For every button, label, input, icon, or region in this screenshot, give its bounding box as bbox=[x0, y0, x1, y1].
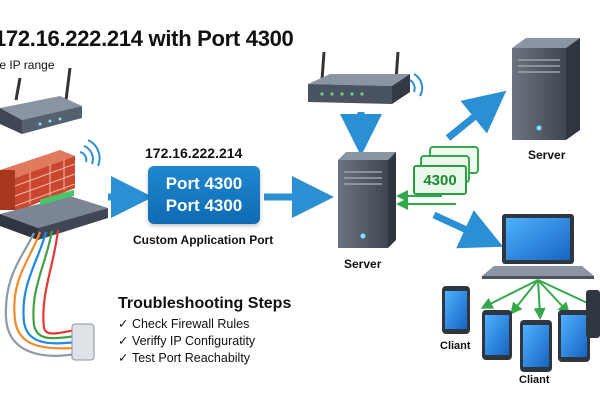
center-server-icon bbox=[338, 152, 396, 248]
client-label-1: Cliant bbox=[440, 340, 471, 352]
troubleshooting-step: Veriffy IP Configuratity bbox=[118, 333, 255, 350]
client-connection-lines bbox=[480, 279, 600, 320]
port-line-2: Port 4300 bbox=[165, 196, 243, 215]
flow-arrow-to-laptop bbox=[432, 210, 504, 249]
troubleshooting-step: Test Port Reachabilty bbox=[118, 350, 255, 367]
client-device-2-icon bbox=[482, 310, 512, 360]
top-server-icon bbox=[512, 38, 580, 140]
ip-address-label: 172.16.222.214 bbox=[145, 145, 243, 161]
troubleshooting-step: Check Firewall Rules bbox=[118, 316, 255, 333]
port-box: Port 4300 Port 4300 bbox=[148, 166, 260, 224]
client-device-4-icon bbox=[558, 310, 590, 362]
network-cables bbox=[4, 229, 76, 357]
diagram-title: 172.16.222.214 with Port 4300 bbox=[0, 26, 294, 51]
center-server-label: Server bbox=[344, 257, 382, 271]
top-server-label: Server bbox=[528, 148, 566, 162]
port-caption: Custom Application Port bbox=[133, 233, 274, 247]
diagram-subtitle: te IP range bbox=[0, 58, 55, 72]
packet-port-label: 4300 bbox=[413, 165, 467, 195]
router-left-icon bbox=[0, 67, 82, 134]
packet-arrows bbox=[396, 190, 456, 210]
client-label-2: Cliant bbox=[519, 374, 550, 386]
laptop-icon bbox=[482, 214, 594, 279]
client-device-5-icon bbox=[586, 290, 600, 338]
patch-panel-icon bbox=[71, 323, 95, 361]
port-line-1: Port 4300 bbox=[165, 174, 243, 193]
client-device-3-icon bbox=[520, 320, 552, 372]
router-top-icon bbox=[308, 51, 424, 104]
troubleshooting-title: Troubleshooting Steps bbox=[118, 295, 292, 312]
client-device-1-icon bbox=[442, 286, 470, 334]
troubleshooting-steps: Check Firewall Rules Veriffy IP Configur… bbox=[118, 316, 255, 367]
firewall-icon bbox=[0, 139, 101, 212]
flow-arrow-to-top-server bbox=[445, 90, 507, 141]
network-switch-icon bbox=[0, 189, 108, 240]
